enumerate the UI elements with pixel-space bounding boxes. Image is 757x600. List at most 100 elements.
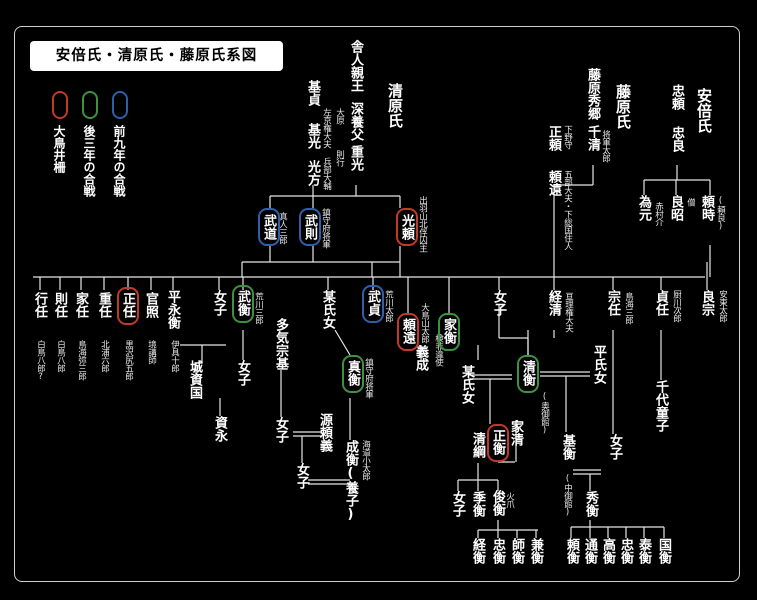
person-tsunekiyo: 経清 <box>546 290 561 316</box>
person-tamemoto: 為元 <box>636 195 651 221</box>
person-takemichi: 武道 <box>261 214 276 240</box>
person-taira-nagahira: 平永衡 <box>165 290 180 329</box>
legend-label-red: 大鳥井柵 <box>52 125 66 173</box>
person-motohira-note: (中御館) <box>562 474 573 517</box>
person-sanehira: 真衡 <box>345 360 360 386</box>
person-motosada: 基貞 <box>305 80 320 106</box>
person-kiyotsuna: 清綱 <box>470 432 485 458</box>
diagram-frame <box>14 26 740 582</box>
person-mitsukata: 光方 <box>305 160 320 186</box>
person-masato: 正任 <box>120 292 135 318</box>
person-kunihira: 国衡 <box>656 538 671 564</box>
highlight-takemichi <box>258 208 280 246</box>
clan-label-kiyohara: 清原氏 <box>386 83 404 128</box>
person-tadahira: 忠衡 <box>490 538 505 564</box>
person-masato-note: 黒沢尻五郎 <box>123 340 134 380</box>
person-motomitsu: 基光 <box>305 123 320 149</box>
person-yoritoo-k: 頼遠 <box>400 318 415 344</box>
person-mitsuyori: 光頼 <box>399 214 414 240</box>
person-motomitsu-note: 左京権大夫 兵部大輔 <box>321 108 332 190</box>
person-yukito-note: 白鳥八郎? <box>35 340 46 382</box>
person-michihira: 通衡 <box>582 538 597 564</box>
highlight-yoritoo-k <box>397 313 419 351</box>
person-takehira: 武衡 <box>235 290 250 316</box>
person-fukayabu: 深養父 <box>348 102 363 141</box>
person-nagahira-note: 伊具十郎 <box>169 340 180 372</box>
highlight-taketada <box>362 285 384 323</box>
person-noritou: 則任 <box>52 292 67 318</box>
person-yoritoki-note: (頼良) <box>715 196 726 231</box>
person-ryoso: 良宗 <box>699 290 714 316</box>
person-shigeto-note: 北浦六郎 <box>99 340 110 372</box>
person-noriyuki: 則行 <box>334 150 345 166</box>
person-yukito: 行任 <box>32 292 47 318</box>
person-jo-sukekuni: 城資国 <box>187 360 202 399</box>
person-bo-shijo2: 某氏女 <box>459 365 474 404</box>
person-ryosho-note: 僧 <box>685 198 696 206</box>
person-shigemitsu: 重光 <box>348 145 363 171</box>
highlight-sanehira <box>342 355 364 393</box>
person-woman3: 女子 <box>273 417 288 443</box>
person-masahira: 正衡 <box>490 429 505 455</box>
legend-swatch-blue <box>112 91 128 119</box>
person-takemichi-note: 真人三郎 <box>277 212 288 244</box>
person-motohira: 基衡 <box>560 434 575 460</box>
person-senyo-doji: 千代童子 <box>653 380 668 432</box>
person-tadayori: 忠頼 <box>669 84 684 110</box>
person-kanto: 官照 <box>143 292 158 318</box>
person-ienari: 義成 <box>413 345 428 371</box>
legend-swatch-green <box>82 91 98 119</box>
person-tsunekiyo-note: 亘理権大夫 <box>563 292 574 332</box>
person-taketada: 武貞 <box>365 290 380 316</box>
person-woman5: 女子 <box>491 290 506 316</box>
person-woman6: 女子 <box>450 491 465 517</box>
legend-swatch-red <box>52 91 68 119</box>
person-woman7: 女子 <box>607 434 622 460</box>
person-hidehira: 秀衡 <box>583 491 598 517</box>
person-toneri: 舎人親王 <box>348 40 363 92</box>
person-ieto-note: 鳥海弥三郎 <box>76 340 87 380</box>
person-sukenaga: 資永 <box>212 416 227 442</box>
person-yoritoo-note: 五部大夫・下総国住人 <box>562 170 573 250</box>
highlight-takehira <box>232 285 254 323</box>
person-hizume: 火爪 <box>504 492 515 508</box>
person-woman1: 女子 <box>211 290 226 316</box>
person-iekiyo: 家清 <box>508 420 523 446</box>
person-kiyohira-note: (奥御館) <box>539 392 550 435</box>
person-muneto-note: 鳥海三郎 <box>623 292 634 324</box>
person-taki-munemoto: 多気宗基 <box>273 318 288 370</box>
person-morohira: 師衡 <box>509 538 524 564</box>
person-sadato: 貞任 <box>653 290 668 316</box>
person-ryoso-note: 安東太郎 <box>717 290 728 322</box>
person-taira-woman: 平氏女 <box>591 345 606 384</box>
person-mitsuyori-note: 出羽山北俘囚主 <box>417 196 428 252</box>
highlight-takenori <box>299 208 321 246</box>
highlight-mitsuyori <box>396 208 418 246</box>
person-yoritoo-k-note: 大鳥山太郎 <box>419 303 430 343</box>
person-takenori-note: 鎮守府将軍 <box>320 208 331 248</box>
person-noritou-note: 白鳥八郎 <box>55 340 66 372</box>
highlight-masahira <box>487 424 509 462</box>
person-tamemoto-note: 赤村介 <box>653 202 664 226</box>
person-tadayoshi: 忠良 <box>669 126 684 152</box>
person-takahira: 高衡 <box>600 538 615 564</box>
person-toshihira: 俊衡 <box>490 490 505 516</box>
person-masayori-note: 下野守 <box>562 125 573 149</box>
person-kanto-note: 境講師 <box>146 340 157 364</box>
person-chikakiyo-note: 将軍太郎 <box>600 130 611 162</box>
person-muneto: 宗任 <box>605 290 620 316</box>
person-kiyohira: 清衡 <box>520 360 535 386</box>
person-woman2: 女子 <box>235 360 250 386</box>
legend-label-blue: 前九年の合戦 <box>112 125 126 197</box>
legend-label-green: 後三年の合戦 <box>82 125 96 197</box>
person-chikakiyo: 千清 <box>585 125 600 151</box>
highlight-kiyohira <box>517 355 539 393</box>
person-woman4: 女子 <box>294 463 309 489</box>
person-tadahira2: 忠衡 <box>618 538 633 564</box>
person-kanehira: 兼衡 <box>528 538 543 564</box>
person-bo-shijo: 某氏女 <box>320 290 335 329</box>
person-taketada-note: 荒川太郎 <box>383 290 394 322</box>
highlight-iehira <box>438 313 460 351</box>
person-ieto: 家任 <box>73 292 88 318</box>
